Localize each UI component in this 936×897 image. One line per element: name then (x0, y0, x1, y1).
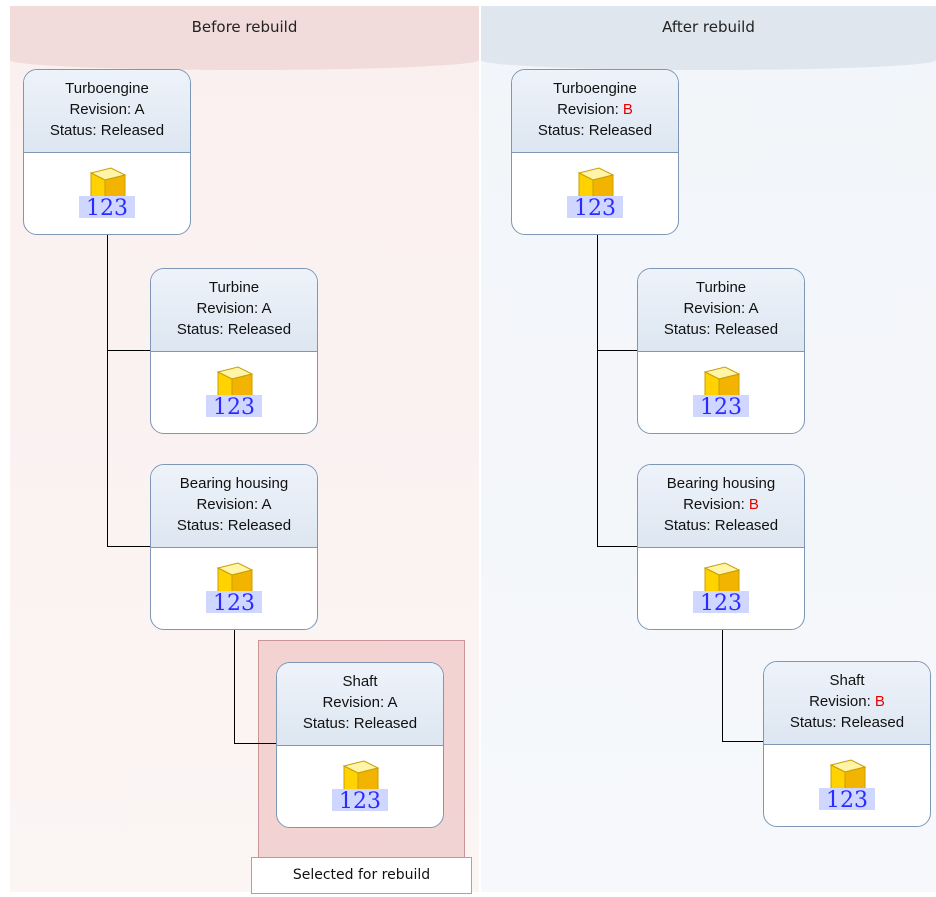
part-node-header: Turboengine Revision: B Status: Released (512, 70, 678, 153)
part-node-header: Bearing housing Revision: A Status: Rele… (151, 465, 317, 548)
part-number-text: 123 (700, 591, 742, 616)
part-cube-icon: 123 (206, 366, 262, 420)
part-node-header: Turbine Revision: A Status: Released (638, 269, 804, 352)
part-number-text: 123 (826, 788, 868, 813)
part-name: Shaft (829, 672, 865, 689)
part-node-header: Bearing housing Revision: B Status: Rele… (638, 465, 804, 548)
part-node-header: Shaft Revision: A Status: Released (277, 663, 443, 746)
part-number-text: 123 (213, 591, 255, 616)
part-cube-icon: 123 (206, 562, 262, 616)
after-panel-header: After rebuild (481, 6, 936, 70)
part-cube-icon: 123 (819, 759, 875, 813)
part-revision: Revision: B (683, 496, 759, 513)
connector (722, 628, 723, 742)
part-node-shaft-before[interactable]: Shaft Revision: A Status: Released 123 (276, 662, 444, 828)
changed-revision: B (748, 496, 759, 513)
part-node-bearing-housing-after[interactable]: Bearing housing Revision: B Status: Rele… (637, 464, 805, 630)
part-node-turboengine-after[interactable]: Turboengine Revision: B Status: Released… (511, 69, 679, 235)
connector (597, 546, 638, 547)
part-status: Status: Released (663, 517, 779, 534)
part-name: Bearing housing (179, 475, 289, 492)
part-name: Bearing housing (666, 475, 776, 492)
part-cube-icon: 123 (693, 366, 749, 420)
part-revision: Revision: A (196, 496, 272, 513)
connector (234, 743, 277, 744)
part-cube-icon: 123 (693, 562, 749, 616)
part-node-header: Turbine Revision: A Status: Released (151, 269, 317, 352)
connector (722, 741, 764, 742)
part-node-shaft-after[interactable]: Shaft Revision: B Status: Released 123 (763, 661, 931, 827)
part-node-bearing-housing-before[interactable]: Bearing housing Revision: A Status: Rele… (150, 464, 318, 630)
part-name: Turbine (695, 279, 747, 296)
part-number-text: 123 (574, 196, 616, 221)
part-name: Turboengine (553, 80, 637, 97)
part-node-header: Shaft Revision: B Status: Released (764, 662, 930, 745)
part-node-header: Turboengine Revision: A Status: Released (24, 70, 190, 153)
part-revision: Revision: B (557, 101, 633, 118)
part-node-turbine-after[interactable]: Turbine Revision: A Status: Released 123 (637, 268, 805, 434)
part-status: Status: Released (663, 321, 779, 338)
part-number-text: 123 (700, 395, 742, 420)
connector (107, 546, 151, 547)
changed-revision: B (622, 101, 633, 118)
part-name: Turbine (208, 279, 260, 296)
part-status: Status: Released (537, 122, 653, 139)
connector (107, 350, 151, 351)
part-status: Status: Released (49, 122, 165, 139)
part-revision: Revision: B (809, 693, 885, 710)
selection-label: Selected for rebuild (251, 857, 472, 894)
connector (107, 234, 108, 546)
part-node-turboengine-before[interactable]: Turboengine Revision: A Status: Released… (23, 69, 191, 235)
part-cube-icon: 123 (79, 167, 135, 221)
after-panel-title: After rebuild (662, 18, 755, 36)
before-panel-header: Before rebuild (10, 6, 479, 70)
part-name: Turboengine (65, 80, 149, 97)
part-revision: Revision: A (322, 694, 398, 711)
connector (597, 350, 638, 351)
part-node-turbine-before[interactable]: Turbine Revision: A Status: Released 123 (150, 268, 318, 434)
part-status: Status: Released (302, 715, 418, 732)
changed-revision: B (874, 693, 885, 710)
part-status: Status: Released (176, 321, 292, 338)
part-revision: Revision: A (683, 300, 759, 317)
part-name: Shaft (342, 673, 378, 690)
part-revision: Revision: A (196, 300, 272, 317)
connector (234, 627, 235, 744)
connector (597, 234, 598, 546)
part-revision: Revision: A (69, 101, 145, 118)
part-number-text: 123 (339, 789, 381, 814)
part-status: Status: Released (176, 517, 292, 534)
part-number-text: 123 (213, 395, 255, 420)
part-cube-icon: 123 (332, 760, 388, 814)
part-status: Status: Released (789, 714, 905, 731)
before-panel-title: Before rebuild (191, 18, 298, 36)
part-cube-icon: 123 (567, 167, 623, 221)
part-number-text: 123 (86, 196, 128, 221)
